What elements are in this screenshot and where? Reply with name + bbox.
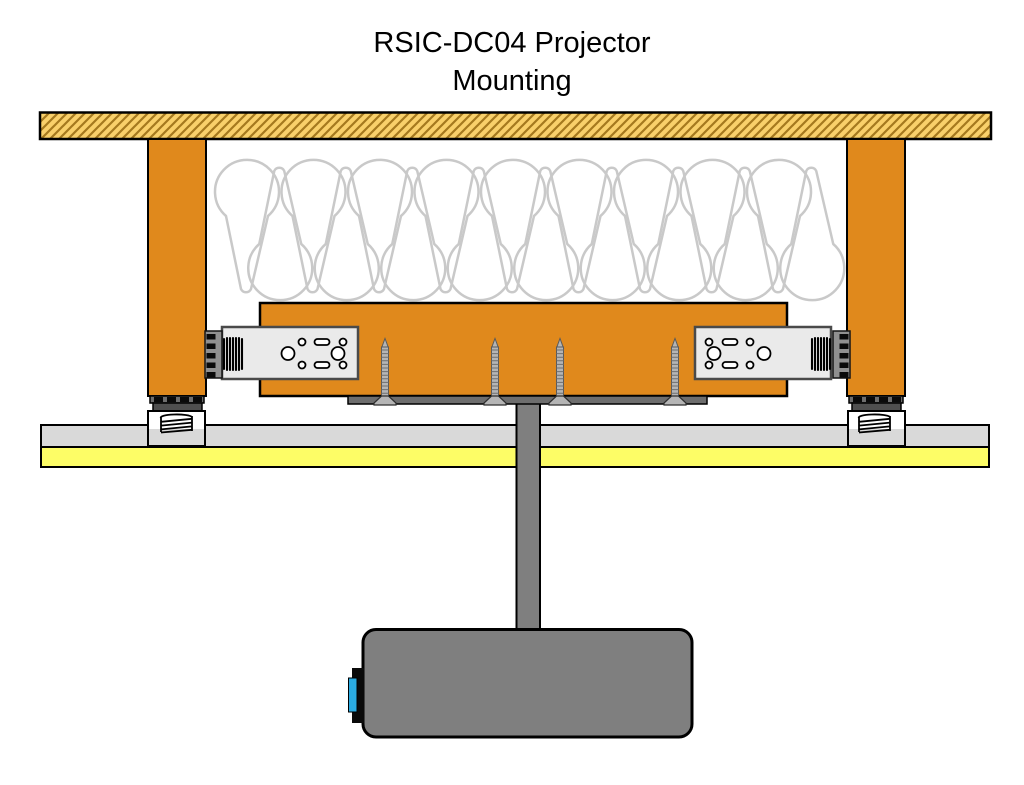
insulation-loop	[712, 166, 779, 302]
mounting-channel	[347, 395, 708, 405]
insulation-loop	[579, 166, 646, 302]
insulation-loop	[413, 158, 480, 294]
insulation-loop	[779, 166, 846, 302]
subfloor-beam	[38, 111, 993, 141]
insulation-loop	[646, 166, 713, 302]
insulation-loop	[313, 166, 380, 302]
insulation-batt	[213, 158, 846, 302]
joist-isolator-strip-left	[149, 395, 205, 404]
insulation-loop	[213, 158, 281, 294]
insulation-loop	[679, 158, 746, 294]
insulation-loop	[745, 158, 813, 294]
title-line-2: Mounting	[452, 65, 572, 97]
isolation-spring-right	[810, 336, 832, 372]
rubber-isolator-right	[832, 330, 851, 379]
isolation-spring-left	[222, 336, 244, 372]
rsic-clip-right	[693, 325, 833, 381]
insulation-loop	[380, 166, 447, 302]
joist-left	[147, 138, 207, 397]
insulation-loop	[479, 158, 547, 294]
diagram-title: RSIC-DC04 Projector Mounting	[0, 24, 1024, 100]
projector-body	[361, 628, 694, 739]
joist-right	[846, 138, 906, 397]
insulation-loop	[346, 158, 414, 294]
insulation-loop	[546, 158, 613, 294]
insulation-loop	[280, 158, 347, 294]
insulation-loop	[612, 158, 680, 294]
rubber-isolator-left	[204, 330, 223, 379]
title-line-1: RSIC-DC04 Projector	[373, 27, 651, 59]
insulation-loop	[247, 166, 314, 302]
mounting-pole	[515, 401, 541, 633]
projector-lens-icon	[348, 677, 358, 713]
joist-isolator-strip-right	[848, 395, 904, 404]
drywall-layer	[40, 446, 990, 468]
insulation-loop	[446, 166, 513, 302]
insulation-loop	[513, 166, 580, 302]
